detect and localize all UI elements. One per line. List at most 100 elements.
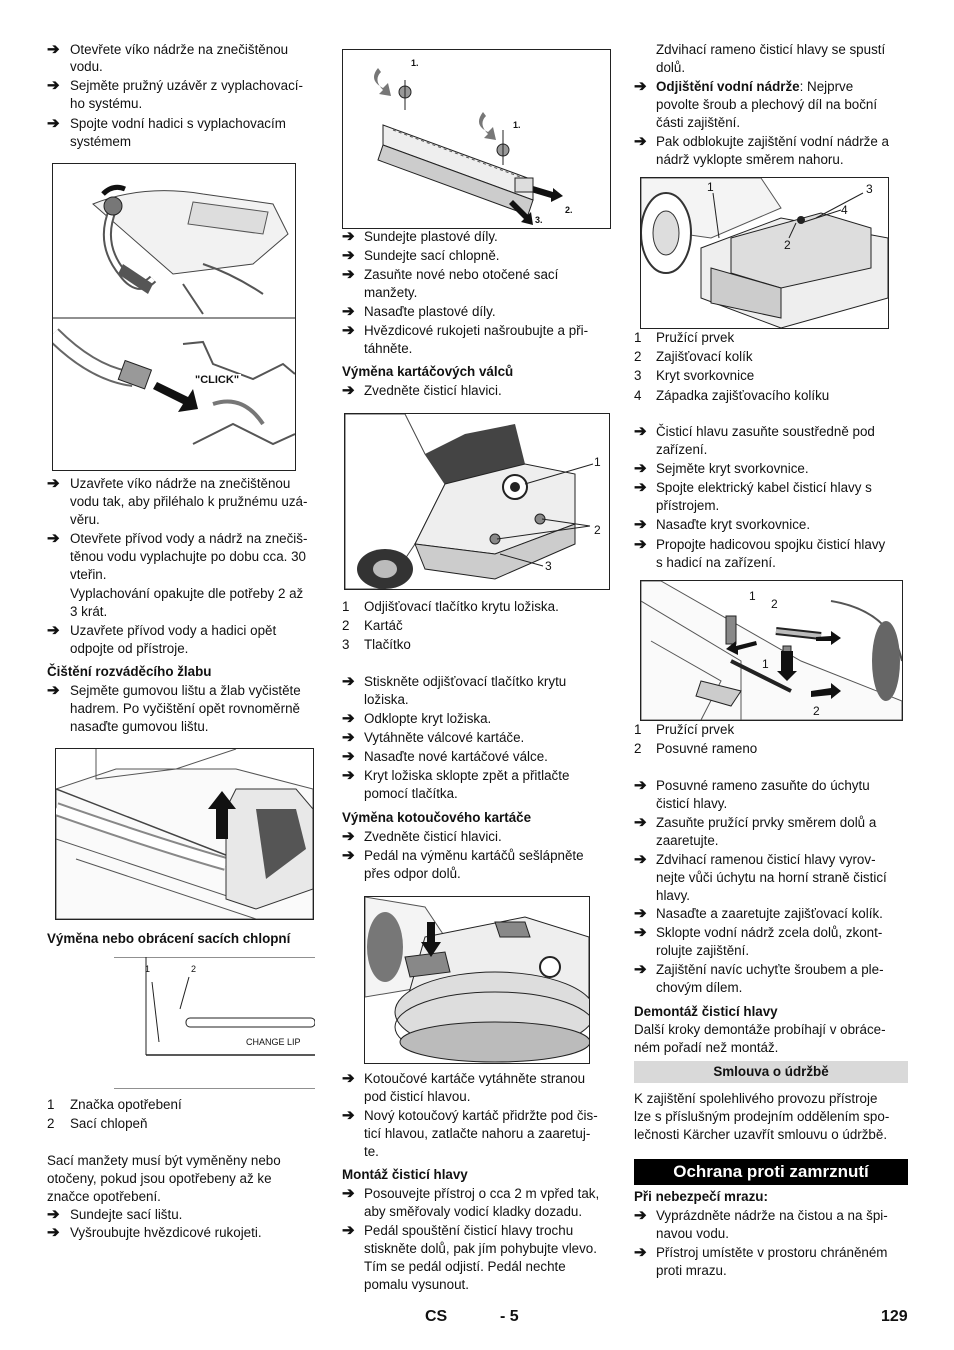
step-text: odpojte od přístroje. bbox=[70, 641, 189, 656]
bullet-arrow: ➔ bbox=[634, 460, 647, 477]
heading-lip-replacement: Výměna nebo obrácení sacích chlopní bbox=[47, 931, 291, 946]
callout-1: 1 bbox=[145, 964, 151, 974]
step-text: navou vodu. bbox=[656, 1226, 729, 1241]
paragraph-text: dolů. bbox=[656, 60, 686, 75]
step-text: Čisticí hlavu zasuňte soustředně pod bbox=[656, 424, 875, 439]
figure-suction-bar: 1. 1. 2. 3. bbox=[342, 49, 611, 229]
legend-number: 4 bbox=[634, 388, 642, 403]
step-text: těnou vodu vyplachujte po dobu cca. 30 bbox=[70, 549, 306, 564]
callout-step2: 2. bbox=[565, 205, 573, 215]
step-text: Hvězdicové rukojeti našroubujte a při- bbox=[364, 323, 589, 338]
step-bold-label: Odjištění vodní nádrže bbox=[656, 79, 800, 94]
step-text: Nasaďte nové kartáčové válce. bbox=[364, 749, 548, 764]
step-text: Pedál na výměnu kartáčů sešlápněte bbox=[364, 848, 584, 863]
step-text: ho systému. bbox=[70, 96, 143, 111]
bullet-arrow: ➔ bbox=[342, 828, 355, 845]
bullet-arrow: ➔ bbox=[634, 516, 647, 533]
bullet-arrow: ➔ bbox=[634, 814, 647, 831]
step-text: Vyprázdněte nádrže na čistou a na špi- bbox=[656, 1208, 888, 1223]
step-text: Spojte elektrický kabel čisticí hlavy s bbox=[656, 480, 872, 495]
step-text: chovým dílem. bbox=[656, 980, 743, 995]
bullet-arrow: ➔ bbox=[634, 924, 647, 941]
bullet-arrow: ➔ bbox=[342, 729, 355, 746]
paragraph-text: lečnosti Kärcher uzavřít smlouvu o údržb… bbox=[634, 1127, 888, 1142]
bullet-arrow: ➔ bbox=[342, 228, 355, 245]
bullet-arrow: ➔ bbox=[634, 133, 647, 150]
legend-text: Zajišťovací kolík bbox=[656, 349, 753, 364]
callout-1: 1 bbox=[594, 455, 601, 469]
step-text: Spojte vodní hadici s vyplachovacím bbox=[70, 116, 286, 131]
legend-number: 1 bbox=[634, 330, 642, 345]
callout-3: 3 bbox=[866, 182, 873, 196]
step-text: s hadicí na zařízení. bbox=[656, 555, 776, 570]
step-text: čisticí hlavy. bbox=[656, 796, 728, 811]
figure-change-lip: 1 2 CHANGE LIP bbox=[114, 957, 315, 1089]
step-text: Přístroj umístěte v prostoru chráněném bbox=[656, 1245, 888, 1260]
paragraph-text: otočeny, pokud jsou opotřebeny až ke bbox=[47, 1171, 272, 1186]
step-text: Zasuňte nové nebo otočené sací bbox=[364, 267, 559, 282]
bullet-arrow: ➔ bbox=[47, 1224, 60, 1241]
step-text: pomalu vysunout. bbox=[364, 1277, 469, 1292]
figure-rubber-strip bbox=[55, 748, 314, 920]
step-text: Nasaďte kryt svorkovnice. bbox=[656, 517, 811, 532]
step-text: Pak odblokujte zajištění vodní nádrže a bbox=[656, 134, 889, 149]
legend-number: 3 bbox=[342, 637, 350, 652]
legend-text: Pružící prvek bbox=[656, 722, 735, 737]
section-banner-maintenance-contract: Smlouva o údržbě bbox=[634, 1061, 908, 1083]
figure-flush-hose: "CLICK" bbox=[52, 163, 296, 471]
legend-number: 2 bbox=[634, 349, 642, 364]
figure-roller-cover: 1 2 3 bbox=[344, 413, 610, 590]
legend-number: 3 bbox=[634, 368, 642, 383]
legend-text: Posuvné rameno bbox=[656, 741, 758, 756]
callout-1: 1 bbox=[762, 657, 769, 671]
step-text: vteřin. bbox=[70, 567, 107, 582]
bullet-arrow: ➔ bbox=[634, 1244, 647, 1261]
step-text: Vytáhněte válcové kartáče. bbox=[364, 730, 525, 745]
bullet-arrow: ➔ bbox=[47, 530, 60, 547]
step-text: vodu. bbox=[70, 59, 103, 74]
step-text: ticí hlavou, zatlačte nahoru a zaaretuj- bbox=[364, 1126, 591, 1141]
step-text: části zajištění. bbox=[656, 115, 741, 130]
step-text: Uzavřete přívod vody a hadici opět bbox=[70, 623, 277, 638]
legend-text: Tlačítko bbox=[364, 637, 411, 652]
step-text: Zvedněte čisticí hlavici. bbox=[364, 383, 502, 398]
paragraph-text: ném pořadí než montáž. bbox=[634, 1040, 779, 1055]
callout-step1: 1. bbox=[513, 120, 521, 130]
step-text: systémem bbox=[70, 134, 132, 149]
bullet-arrow: ➔ bbox=[634, 423, 647, 440]
callout-2: 2 bbox=[784, 238, 791, 252]
figure-sliding-arm: 1 2 1 2 bbox=[640, 580, 903, 721]
callout-2: 2 bbox=[594, 523, 601, 537]
heading-frost-danger: Při nebezpečí mrazu: bbox=[634, 1189, 768, 1204]
callout-2: 2 bbox=[771, 597, 778, 611]
legend-number: 2 bbox=[47, 1116, 55, 1131]
paragraph-text: lze s příslušným prodejním oddělením spo… bbox=[634, 1109, 890, 1124]
step-text: Propojte hadicovou spojku čisticí hlavy bbox=[656, 537, 886, 552]
paragraph-text: Sací manžety musí být vyměněny nebo bbox=[47, 1153, 281, 1168]
callout-2: 2 bbox=[813, 704, 820, 718]
bullet-arrow: ➔ bbox=[634, 479, 647, 496]
legend-text: Pružící prvek bbox=[656, 330, 735, 345]
figure-head-connection: 1 3 4 2 bbox=[640, 177, 889, 329]
step-text: Vyplachování opakujte dle potřeby 2 až bbox=[70, 586, 304, 601]
step-text: přístrojem. bbox=[656, 498, 720, 513]
bullet-arrow: ➔ bbox=[342, 1222, 355, 1239]
step-text: Tím se pedál odjistí. Pedál nechte bbox=[364, 1259, 566, 1274]
bullet-arrow: ➔ bbox=[47, 1206, 60, 1223]
bullet-arrow: ➔ bbox=[342, 303, 355, 320]
step-text: 3 krát. bbox=[70, 604, 108, 619]
bullet-arrow: ➔ bbox=[342, 847, 355, 864]
bullet-arrow: ➔ bbox=[47, 682, 60, 699]
legend-number: 1 bbox=[634, 722, 642, 737]
bullet-arrow: ➔ bbox=[342, 748, 355, 765]
step-text: Zdvihací ramenou čisticí hlavy vyrov- bbox=[656, 852, 876, 867]
legend-text: Odjišťovací tlačítko krytu ložiska. bbox=[364, 599, 559, 614]
step-text: Posuvné rameno zasuňte do úchytu bbox=[656, 778, 870, 793]
callout-1: 1 bbox=[707, 180, 714, 194]
step-text: nasaďte gumovou lištu. bbox=[70, 719, 209, 734]
step-text: aby směřovaly vodicí kladky dozadu. bbox=[364, 1204, 583, 1219]
bullet-arrow: ➔ bbox=[634, 78, 647, 95]
step-text: Nasaďte a zaaretujte zajišťovací kolík. bbox=[656, 906, 883, 921]
paragraph-text: značce opotřebení. bbox=[47, 1189, 161, 1204]
bullet-arrow: ➔ bbox=[342, 1107, 355, 1124]
